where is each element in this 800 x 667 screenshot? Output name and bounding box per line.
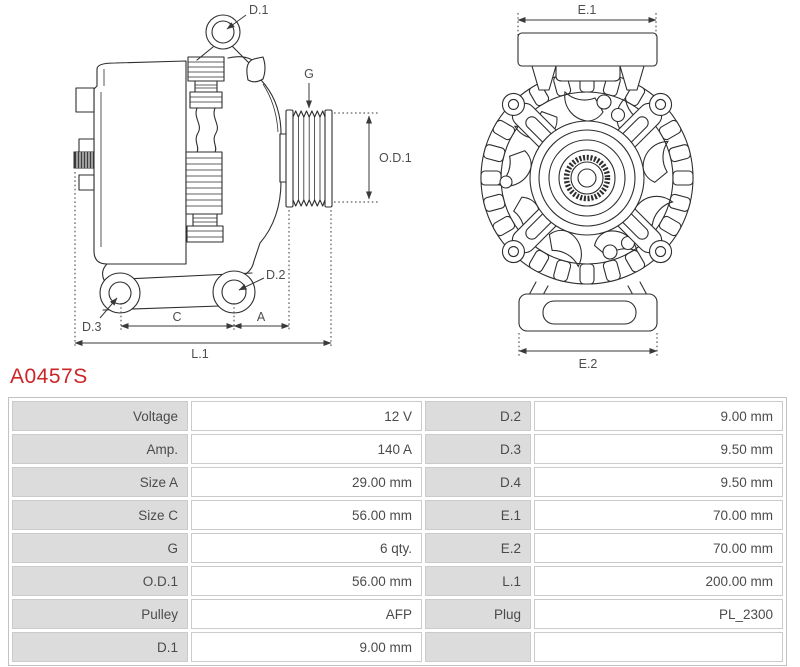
table-row: Pulley AFP Plug PL_2300 xyxy=(12,599,783,629)
spec-label: Plug xyxy=(425,599,531,629)
spec-value: 9.50 mm xyxy=(534,467,783,497)
spec-value: 9.50 mm xyxy=(534,434,783,464)
dim-label-e2: E.2 xyxy=(579,357,598,371)
dim-label-od1: O.D.1 xyxy=(379,151,412,165)
spec-label: E.2 xyxy=(425,533,531,563)
dim-label-e1: E.1 xyxy=(578,3,597,17)
spec-label: Size A xyxy=(12,467,188,497)
alternator-side-view: D.1 G O.D.1 D.2 D.3 C xyxy=(73,3,412,361)
spec-label: Size C xyxy=(12,500,188,530)
spec-value: 6 qty. xyxy=(191,533,422,563)
dim-g: G xyxy=(304,67,314,109)
spec-value: AFP xyxy=(191,599,422,629)
dim-od1: O.D.1 xyxy=(334,112,412,203)
dim-d1: D.1 xyxy=(226,3,269,30)
dim-label-c: C xyxy=(172,310,181,324)
dim-e1: E.1 xyxy=(517,3,657,36)
spec-label: Pulley xyxy=(12,599,188,629)
spec-label xyxy=(425,632,531,662)
dim-a: A xyxy=(233,210,290,331)
dim-d2: D.2 xyxy=(238,268,286,291)
spec-label: Voltage xyxy=(12,401,188,431)
table-row: Voltage 12 V D.2 9.00 mm xyxy=(12,401,783,431)
spec-value: 56.00 mm xyxy=(191,500,422,530)
spec-label: G xyxy=(12,533,188,563)
spec-table: Voltage 12 V D.2 9.00 mm Amp. 140 A D.3 … xyxy=(8,397,787,666)
table-row: O.D.1 56.00 mm L.1 200.00 mm xyxy=(12,566,783,596)
table-row: G 6 qty. E.2 70.00 mm xyxy=(12,533,783,563)
spec-label: Amp. xyxy=(12,434,188,464)
table-row: Size A 29.00 mm D.4 9.50 mm xyxy=(12,467,783,497)
spec-value: 9.00 mm xyxy=(191,632,422,662)
spec-value: 70.00 mm xyxy=(534,533,783,563)
spec-value: 56.00 mm xyxy=(191,566,422,596)
spec-value: 9.00 mm xyxy=(534,401,783,431)
alternator-front-view: E.1 E.2 xyxy=(480,3,694,371)
dim-l1: L.1 xyxy=(74,172,332,361)
pulley xyxy=(285,109,333,208)
dim-e2: E.2 xyxy=(518,333,658,371)
spec-label: D.1 xyxy=(12,632,188,662)
dim-label-d1: D.1 xyxy=(249,3,269,17)
dim-label-a: A xyxy=(257,310,266,324)
spec-label: D.4 xyxy=(425,467,531,497)
bottom-base xyxy=(518,281,658,332)
spec-label: O.D.1 xyxy=(12,566,188,596)
dim-label-g: G xyxy=(304,67,314,81)
spec-value: 200.00 mm xyxy=(534,566,783,596)
spec-label: D.2 xyxy=(425,401,531,431)
spec-value: 70.00 mm xyxy=(534,500,783,530)
spec-label: D.3 xyxy=(425,434,531,464)
spec-label: E.1 xyxy=(425,500,531,530)
spec-label: L.1 xyxy=(425,566,531,596)
dim-label-d2: D.2 xyxy=(266,268,286,282)
rotor-ribs xyxy=(185,56,225,243)
shaft-hub xyxy=(529,120,645,236)
table-row: Size C 56.00 mm E.1 70.00 mm xyxy=(12,500,783,530)
spec-value: PL_2300 xyxy=(534,599,783,629)
part-number: A0457S xyxy=(10,365,88,388)
technical-drawing: D.1 G O.D.1 D.2 D.3 C xyxy=(73,3,694,371)
table-row: Amp. 140 A D.3 9.50 mm xyxy=(12,434,783,464)
dim-label-d3: D.3 xyxy=(82,320,102,334)
dim-label-l1: L.1 xyxy=(191,347,208,361)
dim-d3: D.3 xyxy=(82,297,118,334)
top-bracket xyxy=(517,32,658,91)
dim-c: C xyxy=(120,303,235,331)
spec-value: 12 V xyxy=(191,401,422,431)
spec-value: 140 A xyxy=(191,434,422,464)
table-row: D.1 9.00 mm xyxy=(12,632,783,662)
spec-value: 29.00 mm xyxy=(191,467,422,497)
spec-value xyxy=(534,632,783,662)
